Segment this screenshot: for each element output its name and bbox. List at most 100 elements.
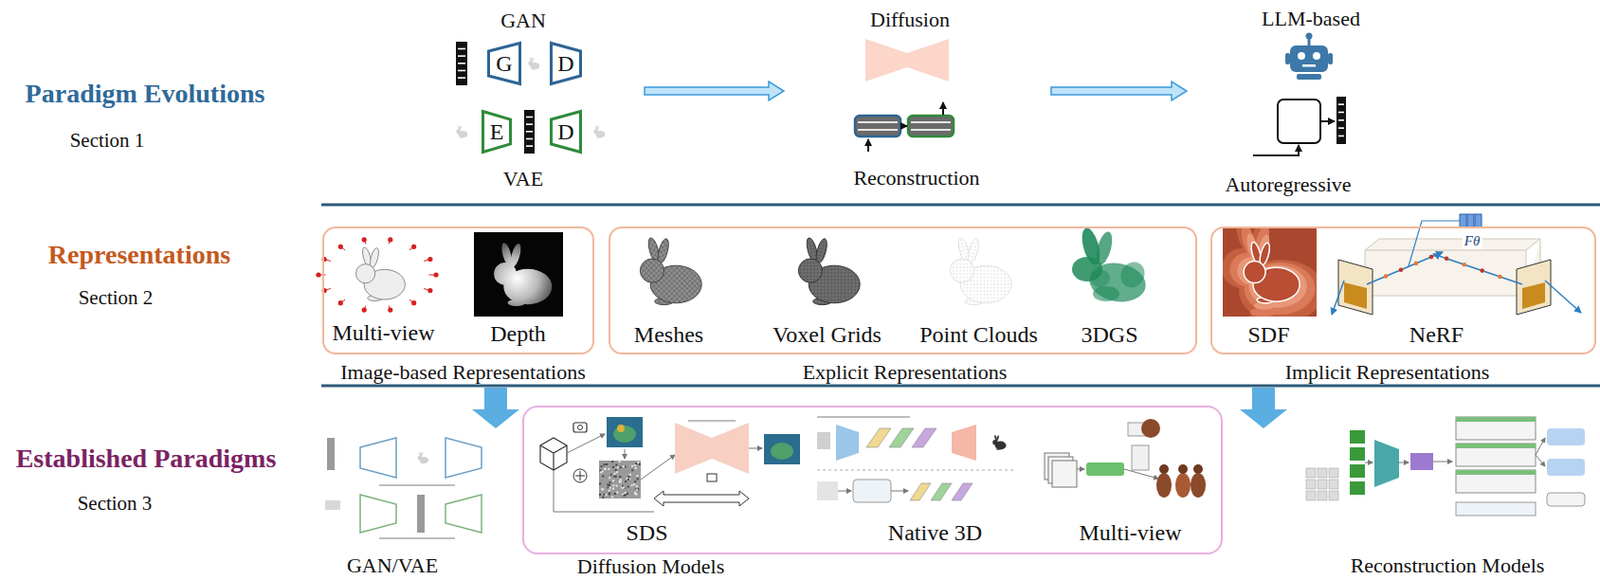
bunny-figure [493,241,552,307]
feedback-arrow [1253,145,1299,156]
row-title: Paradigm Evolutions [25,79,266,110]
camera-dot [338,244,344,250]
noise-dot [603,493,606,496]
noise-dot [614,492,617,495]
noise-dot [636,485,638,488]
generator-block: G [487,41,522,86]
item-label: Multi-view [332,319,436,345]
camera-dot [387,236,393,242]
section-number: Section 2 [78,287,154,310]
section-number: Section 1 [70,129,146,152]
feature-block [854,115,901,137]
vector-cell [526,145,533,147]
vector-cell [1338,119,1345,122]
camera-dot [338,300,344,306]
robot-eye [1297,52,1306,60]
mlp-block [1459,214,1467,228]
vector-cell [526,130,533,133]
robot-head [1290,45,1328,73]
caption-stub [379,537,455,540]
mini-token [1410,453,1434,471]
diffusion-hourglass [865,38,949,82]
ray-sample [1429,254,1435,260]
noise-dot [600,488,603,491]
mini-encoder [836,424,859,461]
noise-dot [604,468,607,471]
noise-dot [638,463,641,466]
robot-icon [1285,33,1333,81]
trapezoid-shape [551,43,582,85]
paradigm-name: GAN/VAE [346,554,438,578]
bunny-part [356,264,376,284]
row-separator [321,384,1600,388]
noise-dot [608,487,611,490]
encoder-block: E [481,109,512,154]
sketch-line [837,490,852,492]
trapezoid-shape [489,43,521,85]
noise-dot [618,481,621,484]
bunny-figure [949,236,1012,306]
vector-cell [1338,127,1345,129]
paradigm-name: Reconstruction Models [1350,554,1546,578]
character-head [1193,464,1203,474]
noise-dot [599,469,601,472]
robot-base [1296,73,1322,80]
image-plane [1338,259,1373,315]
noise-dot [618,475,621,478]
noise-dot [627,486,630,489]
noise-dot [603,468,606,471]
camera-dot [411,244,417,250]
decoder-block: D [549,109,582,154]
noise-dot [607,468,610,471]
network-letter: E [490,119,505,145]
noise-dot [620,487,623,490]
noise-dot [611,495,614,498]
robot-ear [1285,53,1291,65]
function-symbol: Fθ [1462,233,1483,250]
bunny-figure [455,125,468,139]
ray-sample [1399,267,1404,273]
representation-group: Image-based RepresentationsMulti-viewDep… [322,226,595,355]
view-stack [1052,460,1077,488]
sketch-line [1433,461,1453,463]
bunny-part [639,258,664,283]
vector-cell [457,54,466,57]
group-heading: Explicit Representations [802,360,1008,383]
item-label: Multi-view [1079,519,1182,545]
trapezoid-shape [483,111,511,153]
noise-dot [619,466,622,469]
sketch-line [640,454,675,480]
bunny-figure [593,125,605,139]
backbone-header [1455,417,1536,422]
input-view [1306,490,1316,501]
sketch-line [1535,437,1546,455]
character-figure [1156,472,1172,498]
noise-dot [624,491,627,494]
gaussian-splat [1089,267,1113,291]
bunny-figure [1236,232,1307,310]
nerf-figure [1331,214,1582,315]
backbone-box [1455,470,1536,493]
latent-vector [524,109,535,154]
noise-dot [623,487,626,490]
camera-dot [362,307,367,312]
backbone-header [1455,470,1536,475]
feature-stripe [910,128,951,131]
group-heading: Implicit Representations [1285,360,1491,383]
denoiser-hourglass [674,422,749,474]
bunny-figure [527,56,540,71]
latent-plane [909,483,931,501]
mlp-block [1467,214,1474,228]
backbone-box [1455,443,1536,467]
camera-icon [573,422,587,433]
noise-dot [636,461,639,464]
item-label: SDF [1247,321,1290,346]
paradigm-group: Diffusion ModelsSDSNative 3DMulti-view [522,405,1223,555]
feature-stripe [857,121,898,124]
camera-dot [433,272,438,277]
bunny-figure [1243,240,1300,303]
row-title: Representations [48,240,231,271]
add-symbol [580,471,582,481]
sketch-line [748,448,763,450]
